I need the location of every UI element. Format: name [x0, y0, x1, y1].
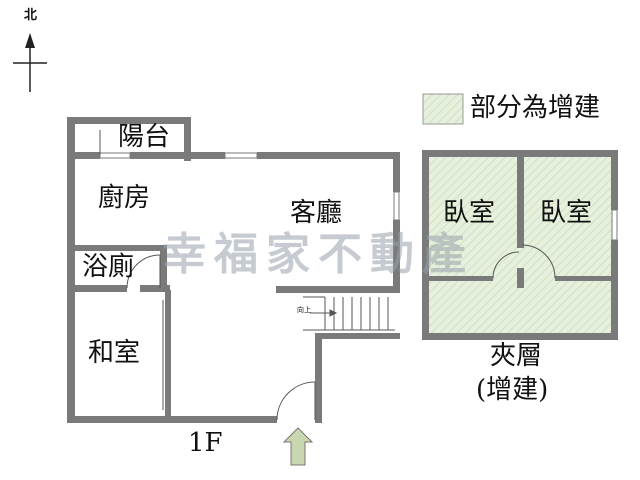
room-bedroom-right: 臥室 [540, 198, 593, 228]
watermark-text: 幸福家不動產 [162, 229, 474, 280]
room-living-room: 客廳 [290, 198, 343, 228]
compass-label: 北 [24, 8, 38, 23]
room-bathroom: 浴廁 [82, 252, 135, 282]
legend-swatch [422, 93, 464, 125]
room-balcony: 陽台 [118, 122, 171, 152]
entrance-arrow-icon [282, 427, 314, 466]
floor-1f [67, 117, 400, 466]
floor-label-1f: 1F [188, 428, 223, 458]
floor-label-mezzanine: 夾層 [490, 341, 543, 371]
staircase [303, 296, 395, 331]
room-bedroom-left: 臥室 [443, 198, 496, 228]
compass-icon [13, 33, 47, 92]
mezzanine-addition-note: (增建) [476, 375, 549, 405]
room-japanese-room: 和室 [88, 338, 141, 368]
room-kitchen: 廚房 [98, 183, 151, 213]
floor-mezzanine [422, 150, 618, 340]
stair-up-note: 向上 [297, 306, 311, 314]
legend-label: 部分為增建 [470, 93, 601, 123]
